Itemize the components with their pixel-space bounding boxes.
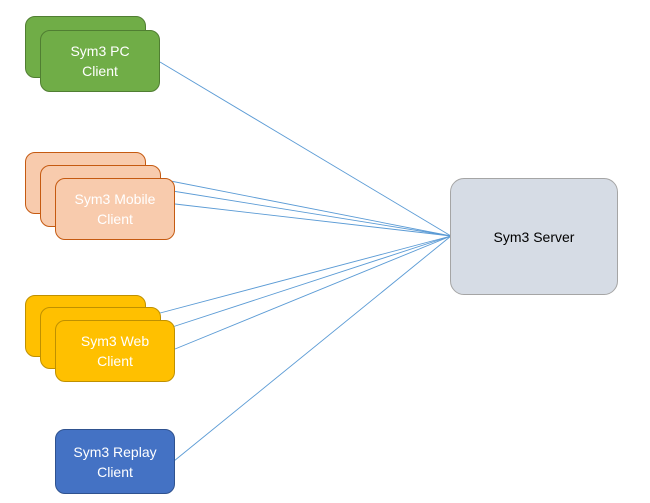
replay-client-box: Sym3 Replay Client: [55, 429, 175, 494]
connector-web-3-to-server: [174, 235, 452, 350]
pc-client-label-line2: Client: [82, 63, 118, 79]
pc-client-box: Sym3 PC Client: [40, 30, 160, 92]
connector-web-1-to-server: [144, 235, 452, 318]
pc-client-label-line1: Sym3 PC: [70, 43, 130, 59]
server-label: Sym3 Server: [493, 228, 575, 245]
connector-web-2-to-server: [159, 235, 452, 332]
web-client-box: Sym3 Web Client: [55, 320, 175, 382]
server-box: Sym3 Server: [450, 178, 618, 295]
replay-client-label-line2: Client: [97, 463, 133, 480]
connector-mobile-2-to-server: [159, 188, 452, 237]
connector-mobile-3-to-server: [174, 203, 452, 237]
connector-replay-to-server: [173, 235, 452, 462]
mobile-client-box: Sym3 Mobile Client: [55, 178, 175, 240]
web-client-label-line1: Sym3 Web: [80, 333, 150, 349]
connector-mobile-1-to-server: [144, 175, 452, 237]
web-client-label-line2: Client: [97, 353, 133, 369]
replay-client-label-line1: Sym3 Replay: [73, 443, 157, 460]
mobile-client-label-line2: Client: [97, 211, 133, 227]
mobile-client-label-line1: Sym3 Mobile: [74, 191, 156, 207]
connector-pc-to-server: [159, 61, 452, 237]
